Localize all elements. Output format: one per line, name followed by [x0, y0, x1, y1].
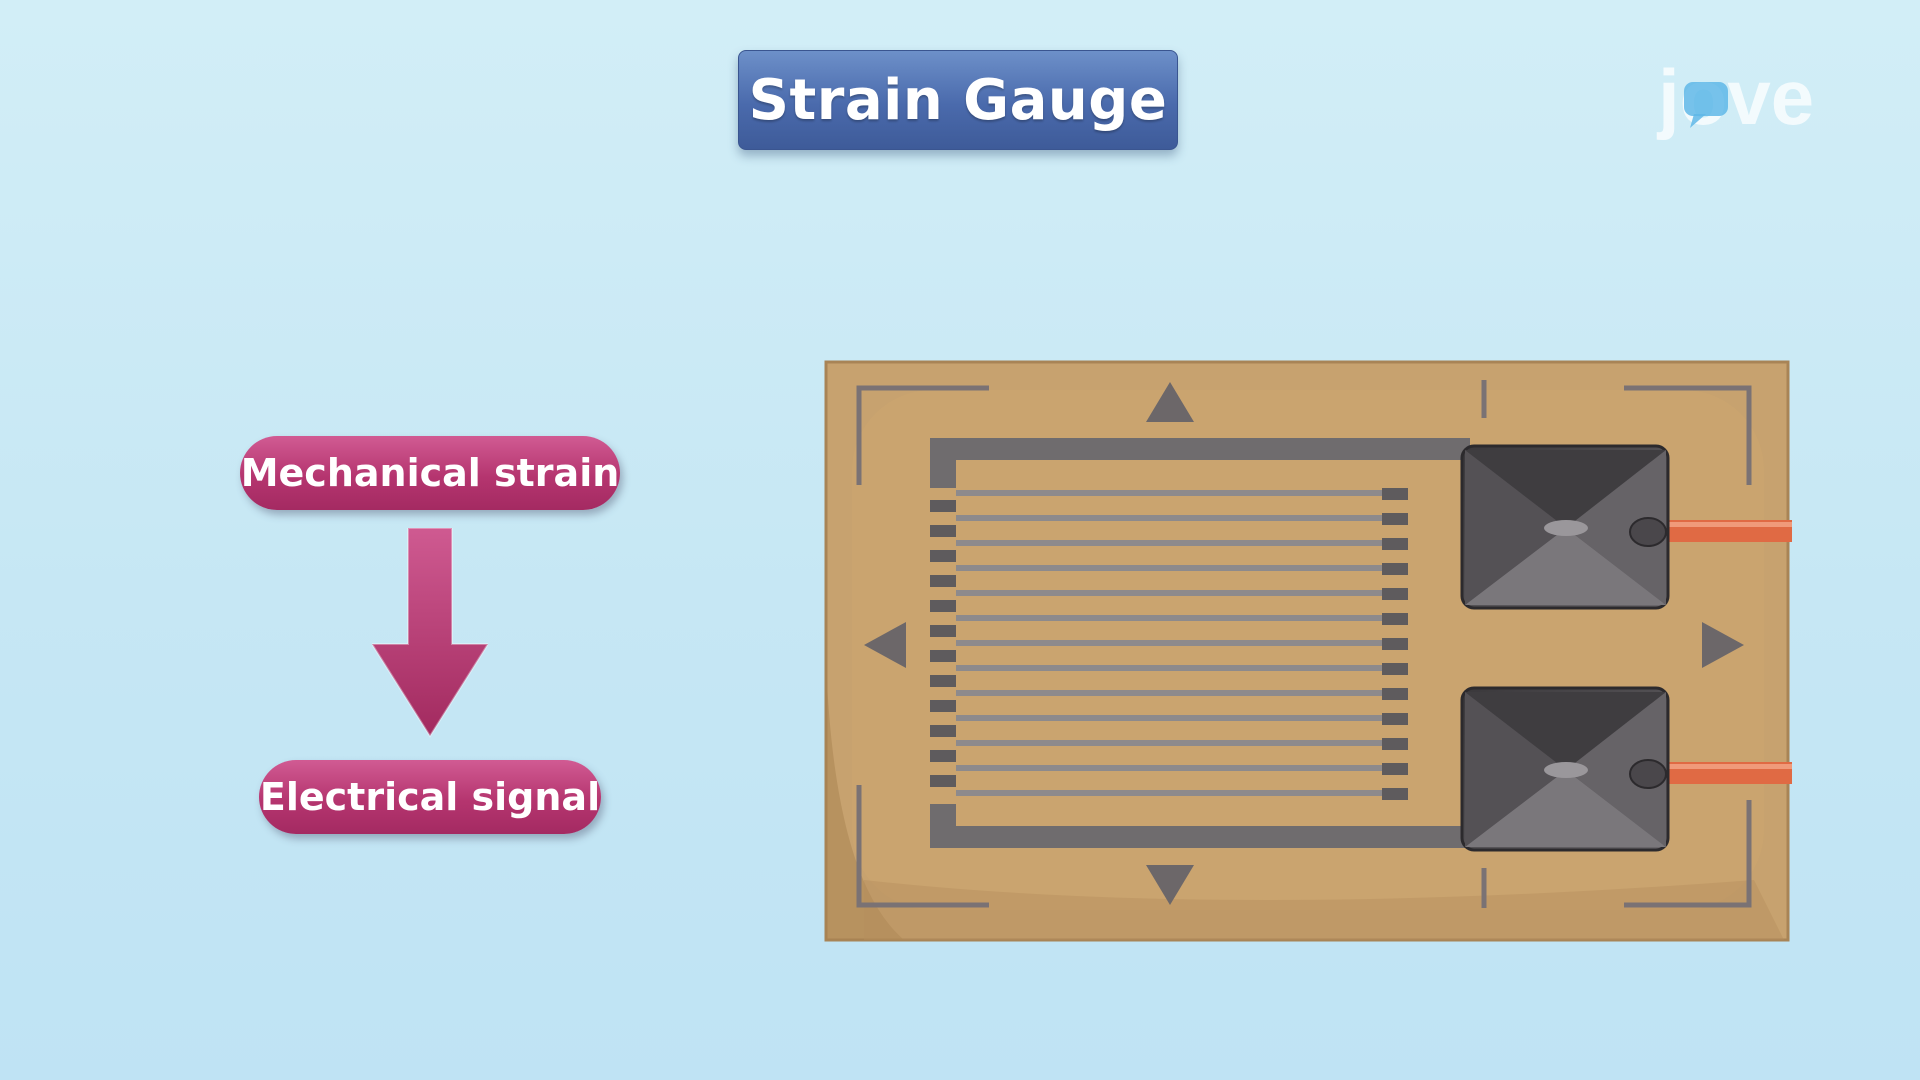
strain-gauge-diagram [824, 360, 1792, 942]
electrical-signal-label: Electrical signal [259, 760, 601, 834]
arrow-left-icon [864, 622, 906, 668]
solder-pad-bottom [1460, 686, 1670, 852]
arrow-down-icon [1146, 865, 1194, 905]
page-title: Strain Gauge [748, 67, 1168, 133]
jove-logo: jove [1656, 56, 1814, 141]
solder-pad-top [1460, 444, 1670, 610]
speech-bubble-icon [1684, 82, 1728, 128]
alignment-marks [856, 380, 1752, 908]
mechanical-strain-text: Mechanical strain [240, 451, 620, 495]
logo-text: jove [1656, 56, 1814, 141]
arrow-right-icon [1702, 622, 1744, 668]
foil-frame [930, 438, 1470, 848]
arrow-up-icon [1146, 382, 1194, 422]
electrical-signal-text: Electrical signal [259, 775, 601, 819]
arrow-down-icon [372, 528, 488, 738]
title-banner: Strain Gauge [738, 50, 1178, 150]
foil-grid [930, 488, 1408, 800]
mechanical-strain-label: Mechanical strain [240, 436, 620, 510]
